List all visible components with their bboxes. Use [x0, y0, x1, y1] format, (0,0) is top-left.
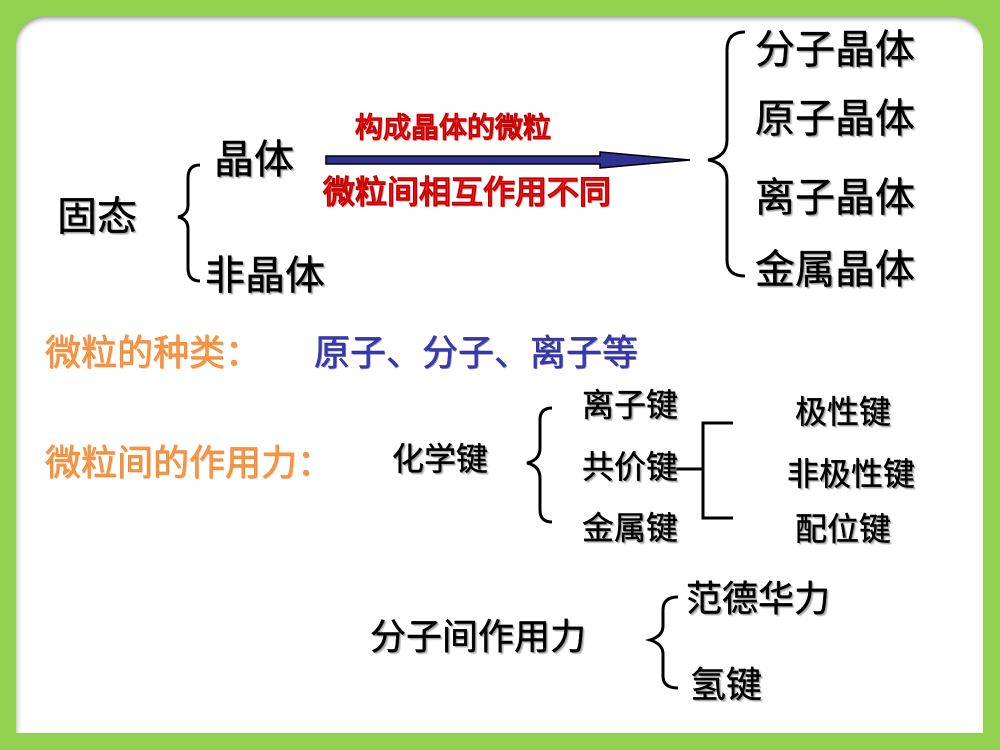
bracket-covalent-subtypes — [701, 421, 733, 520]
arrow-icon — [325, 151, 691, 169]
crystal-type-molecular: 分子晶体 — [755, 27, 915, 73]
intermolecular-vdw: 范德华力 — [686, 579, 831, 620]
crystal-type-ionic: 离子晶体 — [755, 175, 915, 221]
crystal-type-metallic: 金属晶体 — [755, 247, 915, 293]
intermolecular-label: 分子间作用力 — [370, 617, 587, 658]
brace-chemical-bond — [526, 406, 553, 524]
arrow-label-top: 构成晶体的微粒 — [355, 111, 552, 144]
particle-types-value: 原子、分子、离子等 — [314, 333, 639, 374]
bond-ionic: 离子键 — [582, 386, 679, 424]
covalent-nonpolar: 非极性键 — [787, 455, 916, 493]
intermolecular-hbond: 氢键 — [690, 665, 763, 706]
branch-amorphous: 非晶体 — [205, 253, 325, 299]
crystal-type-atomic: 原子晶体 — [755, 96, 915, 142]
brace-crystal-types — [707, 30, 746, 278]
covalent-coordinate: 配位键 — [795, 510, 892, 548]
root-solid-state: 固态 — [57, 194, 137, 240]
covalent-polar: 极性键 — [795, 393, 892, 431]
particle-types-label: 微粒的种类： — [45, 333, 262, 374]
brace-intermolecular — [644, 595, 679, 690]
brace-solid-state — [177, 163, 201, 283]
chemical-bond-label: 化学键 — [392, 440, 489, 478]
interactions-label: 微粒间的作用力： — [45, 443, 334, 484]
branch-crystal: 晶体 — [214, 137, 294, 183]
slide-panel — [16, 16, 983, 733]
arrow-label-bottom: 微粒间相互作用不同 — [323, 173, 612, 211]
bond-metallic: 金属键 — [582, 509, 679, 547]
bond-covalent: 共价键 — [582, 448, 679, 486]
